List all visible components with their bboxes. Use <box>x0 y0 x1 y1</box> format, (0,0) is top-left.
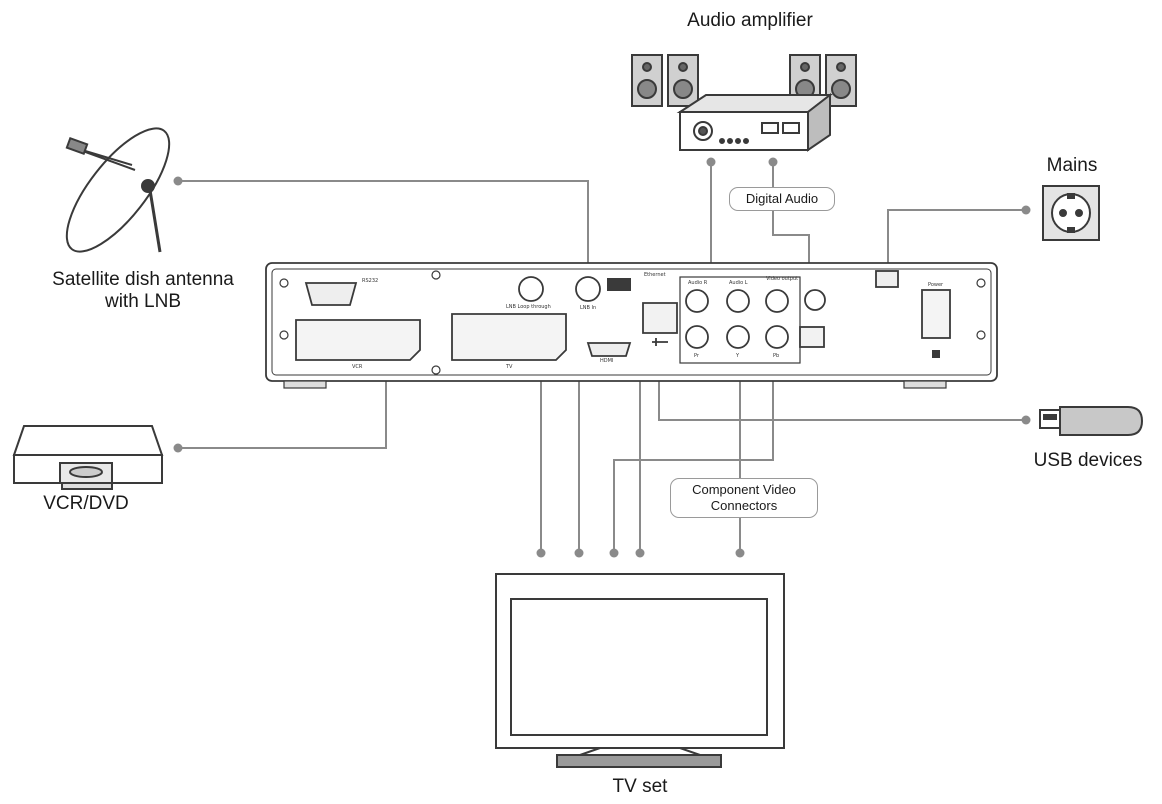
panel-label-audio-r: Audio R <box>688 280 708 286</box>
audio-amplifier-icon <box>631 54 857 152</box>
cables <box>178 162 1026 553</box>
component-pb-connector-icon <box>765 325 789 349</box>
usb-devices-label: USB devices <box>1033 450 1143 471</box>
panel-label-video-output: Video output <box>766 276 799 282</box>
cable-audio-r <box>613 348 774 553</box>
digital-audio-label: Digital Audio <box>745 191 819 206</box>
audio-l-connector-icon <box>726 289 750 313</box>
dot-tv-3 <box>609 548 619 558</box>
panel-label-ethernet: Ethernet <box>644 272 666 278</box>
component-video-label-line1: Component Video <box>692 482 796 497</box>
dot-tv-2 <box>574 548 584 558</box>
ethernet-port-icon <box>642 302 678 334</box>
component-y-connector-icon <box>726 325 750 349</box>
panel-label-pr: Pr <box>694 353 699 359</box>
dot-satellite <box>173 176 183 186</box>
lnb-in-connector-icon <box>575 276 601 302</box>
speaker-icon <box>631 54 663 107</box>
scart-vcr-port-icon <box>295 319 421 361</box>
power-socket-icon <box>921 289 951 339</box>
receiver-rear-panel <box>265 262 998 389</box>
component-video-label-line2: Connectors <box>710 498 778 513</box>
dot-tv-1 <box>536 548 546 558</box>
panel-label-pb: Pb <box>773 353 780 359</box>
lnb-loop-connector-icon <box>518 276 544 302</box>
digital-audio-callout: Digital Audio <box>729 187 835 211</box>
panel-label-vcr: VCR <box>352 364 363 370</box>
hdmi-port-icon <box>586 342 632 357</box>
mains-label: Mains <box>1046 155 1098 176</box>
audio-amplifier-label: Audio amplifier <box>687 10 813 31</box>
dot-amp-2 <box>768 157 778 167</box>
dot-tv-5 <box>735 548 745 558</box>
cable-vcr-scart <box>178 372 387 449</box>
rs232-port-icon <box>304 282 358 306</box>
coaxial-digital-connector-icon <box>804 289 826 311</box>
satellite-dish-label-line1: Satellite dish antenna <box>52 269 234 290</box>
dot-tv-4 <box>635 548 645 558</box>
panel-label-audio-l: Audio L <box>729 280 748 286</box>
cable-mains <box>887 209 1026 272</box>
tv-set-icon <box>495 573 785 768</box>
dot-vcr <box>173 443 183 453</box>
component-pr-connector-icon <box>685 325 709 349</box>
cable-satellite-to-lnb-in <box>178 180 589 278</box>
usb-stick-icon <box>1039 406 1144 436</box>
component-video-callout: Component Video Connectors <box>670 478 818 518</box>
panel-label-power: Power <box>928 282 944 288</box>
satellite-dish-label-line2: with LNB <box>104 291 182 312</box>
mains-socket-icon <box>1042 185 1100 241</box>
panel-label-hdmi: HDMI <box>600 358 614 364</box>
vcr-dvd-icon <box>12 425 164 490</box>
panel-label-rs232: RS232 <box>362 278 379 284</box>
optical-digital-port-icon <box>799 326 825 348</box>
cable-dots <box>173 157 1031 558</box>
dot-amp-1 <box>706 157 716 167</box>
power-switch-icon <box>875 270 899 288</box>
dot-mains <box>1021 205 1031 215</box>
panel-label-lnb-loop: LNB Loop through <box>506 304 551 310</box>
usb-port-icon <box>652 338 668 346</box>
video-output-connector-icon <box>765 289 789 313</box>
audio-r-connector-icon <box>685 289 709 313</box>
scart-tv-port-icon <box>451 313 567 361</box>
satellite-dish-icon <box>65 127 171 253</box>
vcr-dvd-label: VCR/DVD <box>43 493 129 514</box>
panel-label-y: Y <box>736 353 740 359</box>
panel-label-tv: TV <box>506 364 513 370</box>
dot-usb <box>1021 415 1031 425</box>
tv-set-label: TV set <box>612 776 668 797</box>
speaker-icon <box>667 54 699 107</box>
panel-label-lnb-in: LNB In <box>580 305 597 311</box>
